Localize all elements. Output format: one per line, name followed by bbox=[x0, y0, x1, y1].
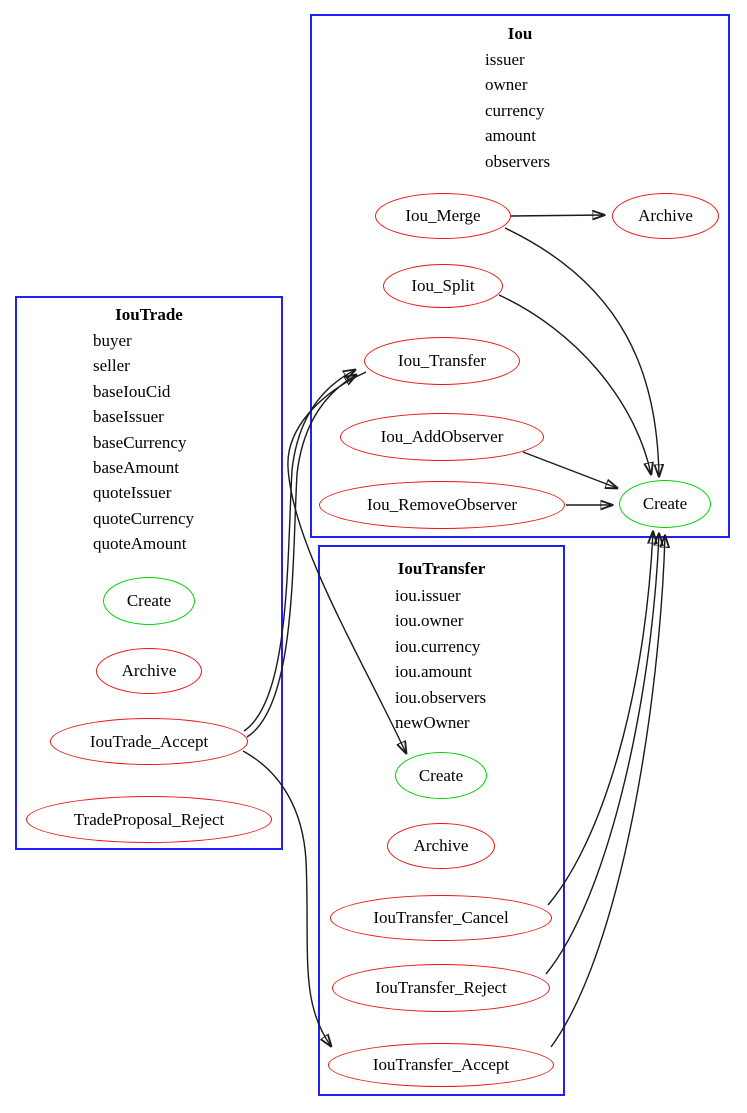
template-field: iou.currency bbox=[395, 636, 481, 656]
template-field: amount bbox=[485, 126, 536, 146]
cluster-iou: Iou issuer owner currency amount observe… bbox=[310, 14, 730, 538]
template-field: baseCurrency bbox=[93, 432, 187, 452]
template-field: newOwner bbox=[395, 713, 470, 733]
cluster-iou-fields: issuer owner currency amount observers bbox=[485, 47, 550, 174]
template-field: iou.owner bbox=[395, 611, 464, 631]
node-iou-merge: Iou_Merge bbox=[375, 193, 511, 239]
node-ioutrade-archive: Archive bbox=[96, 648, 202, 694]
node-iou-archive: Archive bbox=[612, 193, 719, 239]
node-ioutrade-create: Create bbox=[103, 577, 195, 625]
cluster-ioutransfer-title: IouTransfer bbox=[397, 559, 486, 578]
cluster-ioutrade-title: IouTrade bbox=[115, 305, 183, 324]
cluster-ioutransfer-fields: iou.issuer iou.owner iou.currency iou.am… bbox=[395, 583, 486, 735]
template-field: iou.amount bbox=[395, 662, 472, 682]
template-field: observers bbox=[485, 151, 551, 171]
cluster-iou-title: Iou bbox=[507, 24, 533, 43]
template-field: quoteAmount bbox=[93, 534, 187, 554]
template-field: buyer bbox=[93, 331, 132, 350]
template-field: baseAmount bbox=[93, 458, 179, 478]
template-field: baseIouCid bbox=[93, 381, 171, 401]
node-ioutransfer-cancel: IouTransfer_Cancel bbox=[330, 895, 552, 941]
template-field: quoteCurrency bbox=[93, 508, 195, 528]
node-ioutransfer-create: Create bbox=[395, 752, 487, 799]
template-field: currency bbox=[485, 100, 545, 120]
template-field: baseIssuer bbox=[93, 407, 164, 427]
template-field: issuer bbox=[485, 50, 525, 69]
template-field: quoteIssuer bbox=[93, 483, 172, 503]
template-field: owner bbox=[485, 75, 528, 95]
edge-ioutransfer-accept-to-iou-create bbox=[550, 536, 665, 1048]
node-tradeproposal-reject: TradeProposal_Reject bbox=[26, 796, 272, 843]
node-iou-split: Iou_Split bbox=[383, 264, 503, 308]
node-ioutrade-accept: IouTrade_Accept bbox=[50, 718, 248, 765]
template-field: iou.issuer bbox=[395, 586, 461, 605]
node-iou-addobserver: Iou_AddObserver bbox=[340, 413, 544, 461]
node-ioutransfer-reject: IouTransfer_Reject bbox=[332, 964, 550, 1012]
cluster-ioutransfer: IouTransfer iou.issuer iou.owner iou.cur… bbox=[318, 545, 565, 1096]
cluster-ioutrade: IouTrade buyer seller baseIouCid baseIss… bbox=[15, 296, 283, 850]
node-ioutransfer-accept: IouTransfer_Accept bbox=[328, 1043, 554, 1087]
node-iou-create: Create bbox=[619, 480, 711, 528]
node-iou-removeobserver: Iou_RemoveObserver bbox=[319, 481, 565, 529]
node-iou-transfer: Iou_Transfer bbox=[364, 337, 520, 385]
template-field: seller bbox=[93, 356, 130, 376]
node-ioutransfer-archive: Archive bbox=[387, 823, 495, 869]
cluster-ioutrade-fields: buyer seller baseIouCid baseIssuer baseC… bbox=[93, 328, 194, 557]
template-field: iou.observers bbox=[395, 687, 487, 707]
